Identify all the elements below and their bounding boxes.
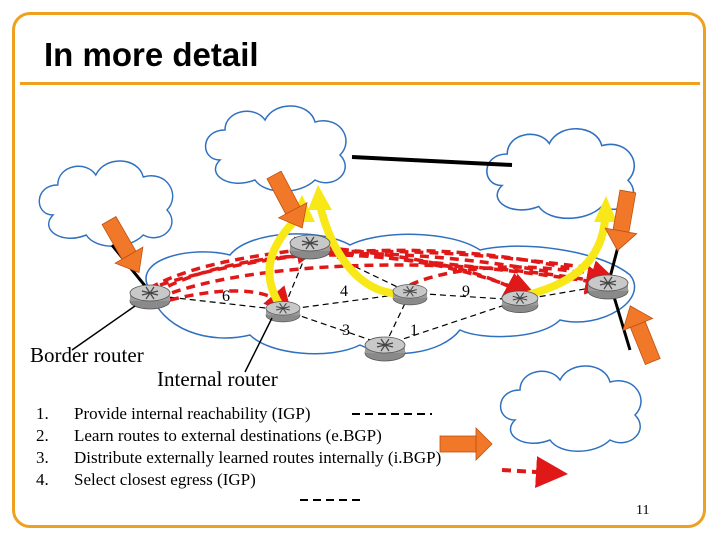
inter-as-link <box>351 155 513 167</box>
callout-line-border <box>71 305 136 351</box>
node-label-6: 6 <box>222 288 230 305</box>
steps-list: 1. Provide internal reachability (IGP) 2.… <box>36 403 441 491</box>
node-label-3: 3 <box>342 322 350 339</box>
ebgp-arrow-bottom-right <box>622 305 661 366</box>
router-internal-4 <box>392 283 428 306</box>
ext-link-bottom <box>610 289 632 351</box>
step-text: Provide internal reachability (IGP) <box>74 404 311 423</box>
router-internal-bottom <box>364 336 406 362</box>
cloud-top-left <box>38 160 174 247</box>
node-label-1: 1 <box>410 322 418 339</box>
title-underline <box>20 82 700 85</box>
router-internal-9 <box>501 290 539 314</box>
ebgp-arrow-top-center <box>266 170 308 229</box>
step-number: 4. <box>36 470 49 489</box>
border-router-label: Border router <box>30 343 144 367</box>
slide-number: 11 <box>636 503 650 518</box>
list-item: 2. Learn routes to external destinations … <box>36 425 441 447</box>
node-label-4: 4 <box>340 283 348 300</box>
internal-router-label: Internal router <box>157 367 278 391</box>
legend-ebgp-arrow <box>439 427 493 461</box>
step-number: 1. <box>36 404 49 423</box>
router-border-right <box>587 274 629 300</box>
ebgp-arrow-left <box>101 216 144 274</box>
slide-title: In more detail <box>44 36 259 73</box>
step-text: Distribute externally learned routes int… <box>74 448 442 467</box>
list-item: 1. Provide internal reachability (IGP) <box>36 403 441 425</box>
router-border-left <box>129 284 171 310</box>
slide-frame <box>12 12 706 528</box>
cloud-top-right <box>486 127 636 220</box>
step-number: 2. <box>36 426 49 445</box>
list-item: 3. Distribute externally learned routes i… <box>36 447 441 469</box>
step-text: Select closest egress (IGP) <box>74 470 256 489</box>
router-border-top <box>289 234 331 260</box>
title-bar: In more detail <box>20 30 700 85</box>
ebgp-arrow-top-right <box>604 189 638 252</box>
step-number: 3. <box>36 448 49 467</box>
node-label-9: 9 <box>462 283 470 300</box>
legend-ibgp-arrow <box>501 456 568 489</box>
callout-line-internal <box>244 317 273 373</box>
step-text: Learn routes to external destinations (e… <box>74 426 382 445</box>
cloud-bottom-right <box>499 365 642 452</box>
list-item: 4. Select closest egress (IGP) <box>36 469 441 491</box>
